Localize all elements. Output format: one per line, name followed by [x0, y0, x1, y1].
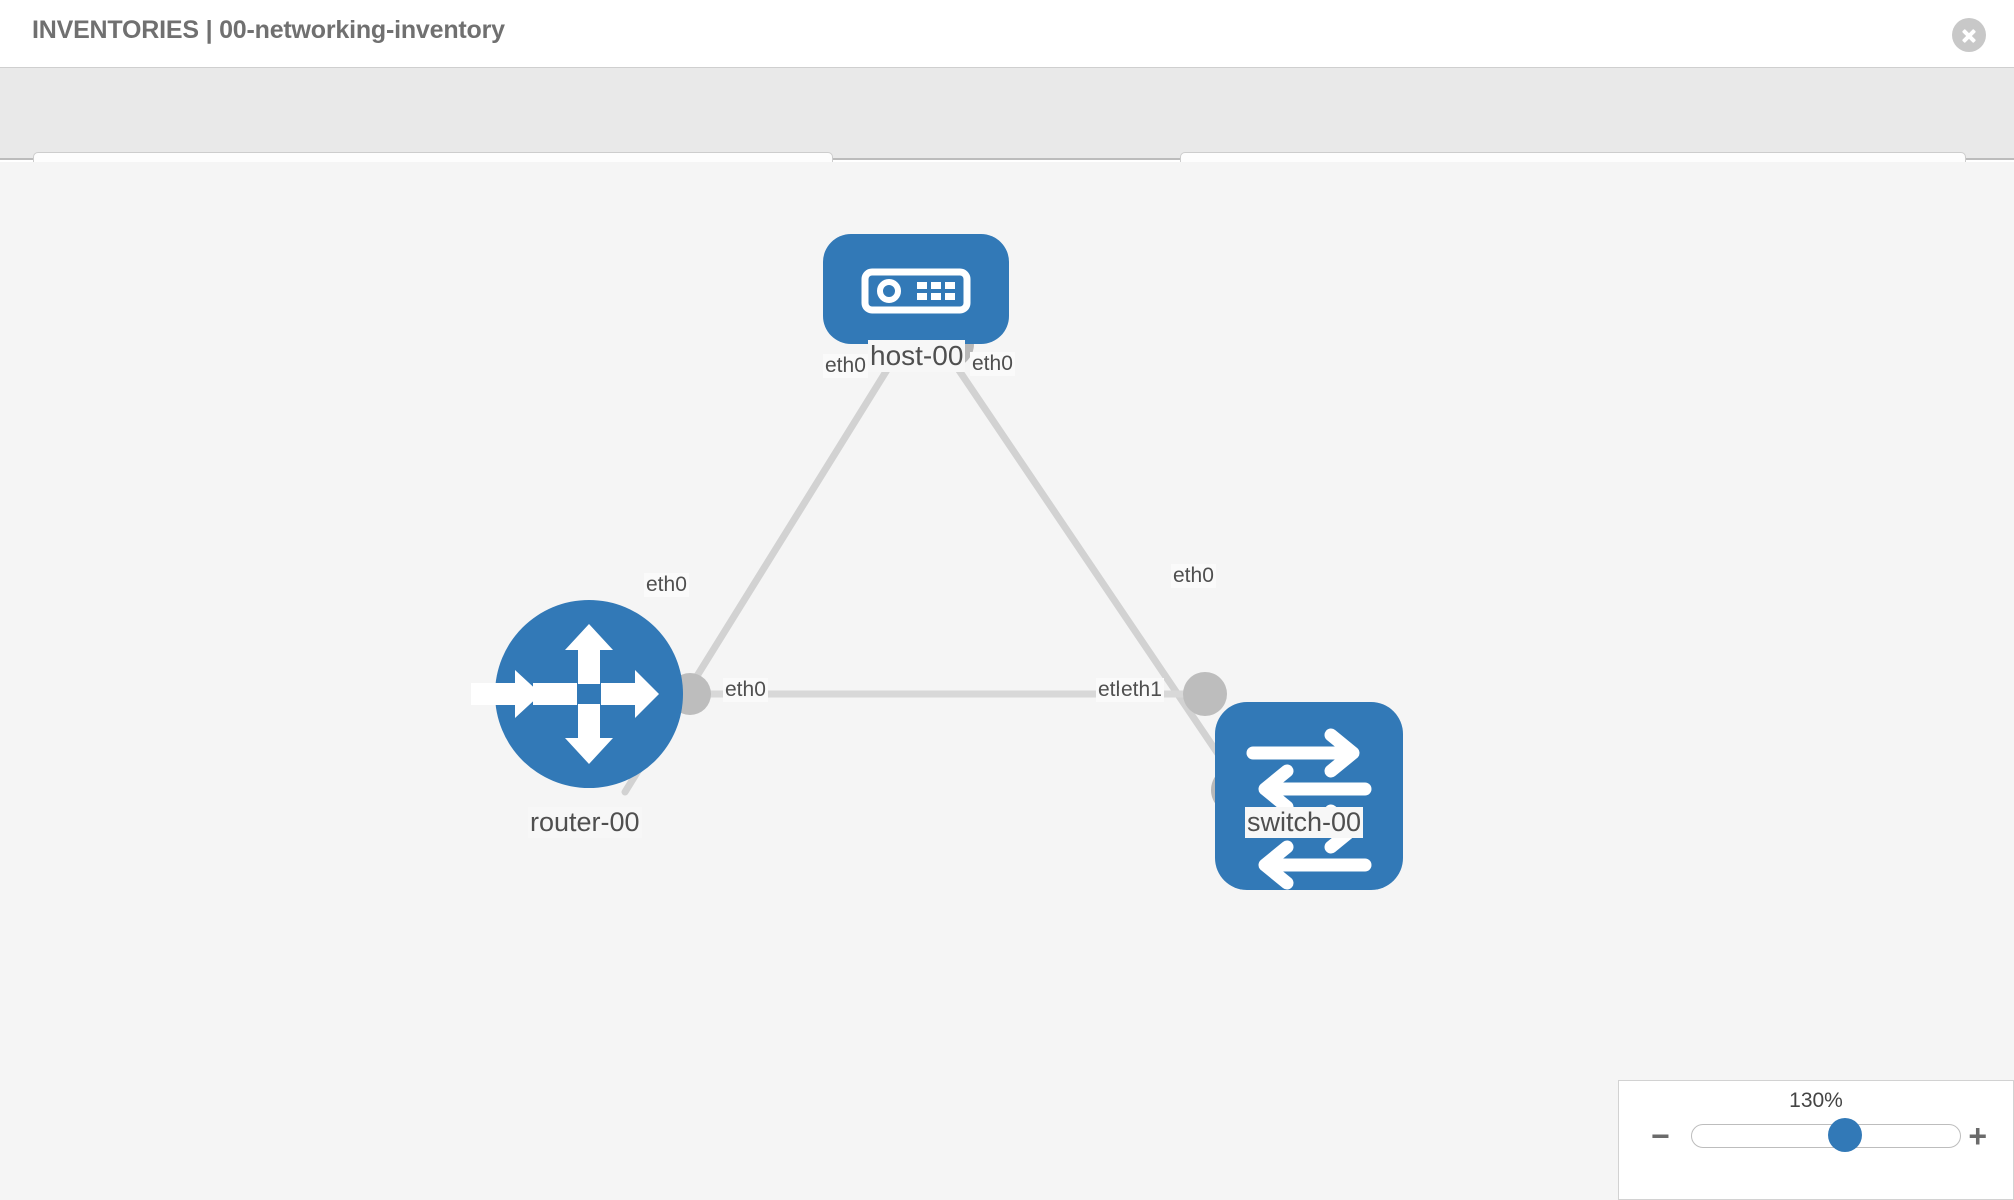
iface-circle-switch-left [1183, 672, 1227, 716]
zoom-in-button[interactable]: + [1968, 1118, 1987, 1154]
node-host-00[interactable] [823, 234, 1009, 344]
zoom-slider-thumb[interactable] [1828, 1118, 1862, 1152]
topology-links [621, 353, 1241, 796]
node-label-switch-00: switch-00 [1245, 807, 1364, 838]
close-icon[interactable] [1952, 18, 1986, 52]
page-header: INVENTORIES | 00-networking-inventory [0, 0, 2014, 68]
router-arrows-icon-detail [533, 640, 645, 748]
edge-label-switch-eth0-uplink: eth0 [1171, 564, 1216, 588]
edge-label-switch-eth1: eth1 [1119, 678, 1164, 702]
page-title: INVENTORIES | 00-networking-inventory [32, 16, 505, 44]
topology-canvas[interactable]: host-00 router-00 switch-00 eth0 eth0 et… [0, 162, 2014, 1200]
zoom-percent-label: 130% [1789, 1089, 1843, 1112]
server-icon [861, 268, 971, 314]
node-router-00[interactable] [471, 600, 683, 788]
edge-label-router-eth0: eth0 [723, 678, 768, 702]
node-switch-00[interactable] [1215, 702, 1403, 890]
edge-label-host-eth0-right: eth0 [970, 352, 1015, 376]
edge-label-router-eth0-uplink: eth0 [644, 573, 689, 597]
edge-label-host-eth0-left: eth0 [823, 354, 868, 378]
link-host00-switch00 [946, 353, 1241, 786]
zoom-slider-track[interactable] [1691, 1124, 1961, 1148]
zoom-control[interactable]: 130% − + [1618, 1080, 2014, 1200]
zoom-out-button[interactable]: − [1651, 1118, 1670, 1154]
toolbar: ACTIONS SEARCH [0, 68, 2014, 204]
topology-graph [471, 234, 1403, 890]
node-label-host-00: host-00 [868, 340, 966, 372]
node-label-router-00: router-00 [528, 807, 642, 838]
